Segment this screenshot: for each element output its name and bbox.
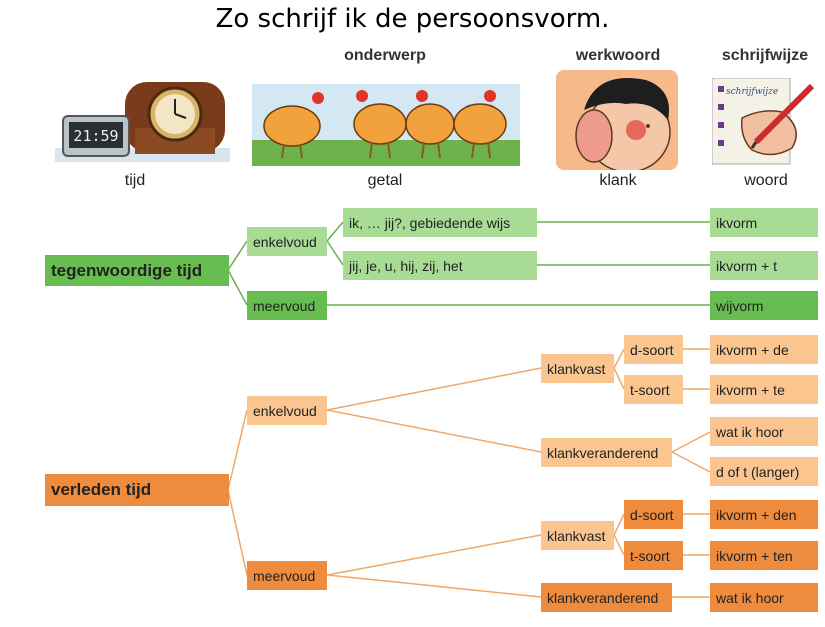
heading-werkwoord: werkwoord xyxy=(575,47,661,64)
past-ev-klankvast: klankvast xyxy=(541,354,614,383)
past-mv-klankvast: klankvast xyxy=(541,521,614,550)
past-ev-result-de: ikvorm + de xyxy=(710,335,818,364)
past-ev-result-wat-ik-hoor: wat ik hoor xyxy=(710,417,818,446)
past-meervoud: meervoud xyxy=(247,561,327,590)
past-mv-result-wat-ik-hoor: wat ik hoor xyxy=(710,583,818,612)
past-ev-d-soort: d-soort xyxy=(624,335,683,364)
present-subject-jij: jij, je, u, hij, zij, het xyxy=(343,251,537,280)
heading-onderwerp: onderwerp xyxy=(344,47,426,64)
past-ev-result-d-of-t: d of t (langer) xyxy=(710,457,818,486)
label-klank: klank xyxy=(599,172,637,189)
label-woord: woord xyxy=(744,172,788,189)
listening-boy-icon xyxy=(556,70,678,170)
past-tense-label: verleden tijd xyxy=(45,474,229,506)
heading-schrijfwijze: schrijfwijze xyxy=(721,47,809,64)
past-mv-t-soort: t-soort xyxy=(624,541,683,570)
label-tijd: tijd xyxy=(124,172,146,189)
past-mv-result-ten: ikvorm + ten xyxy=(710,541,818,570)
present-tense-label: tegenwoordige tijd xyxy=(45,255,229,286)
present-result-wijvorm: wijvorm xyxy=(710,291,818,320)
past-mv-klankveranderend: klankveranderend xyxy=(541,583,672,612)
past-ev-result-te: ikvorm + te xyxy=(710,375,818,404)
present-enkelvoud: enkelvoud xyxy=(247,227,327,256)
chickens-icon xyxy=(252,84,520,166)
past-ev-klankveranderend: klankveranderend xyxy=(541,438,672,467)
label-getal: getal xyxy=(367,172,403,189)
past-ev-t-soort: t-soort xyxy=(624,375,683,404)
past-mv-result-den: ikvorm + den xyxy=(710,500,818,529)
notebook-text: schrijfwijze xyxy=(726,87,778,97)
present-result-ikvorm-t: ikvorm + t xyxy=(710,251,818,280)
present-meervoud: meervoud xyxy=(247,291,327,320)
present-result-ikvorm: ikvorm xyxy=(710,208,818,237)
past-enkelvoud: enkelvoud xyxy=(247,396,327,425)
clocks-icon: 21:59 xyxy=(55,82,230,162)
writing-hand-icon: schrijfwijze xyxy=(712,78,815,165)
past-mv-d-soort: d-soort xyxy=(624,500,683,529)
present-subject-ik: ik, … jij?, gebiedende wijs xyxy=(343,208,537,237)
clock-display-text: 21:59 xyxy=(73,127,118,145)
page-title: Zo schrijf ik de persoonsvorm. xyxy=(215,4,610,34)
